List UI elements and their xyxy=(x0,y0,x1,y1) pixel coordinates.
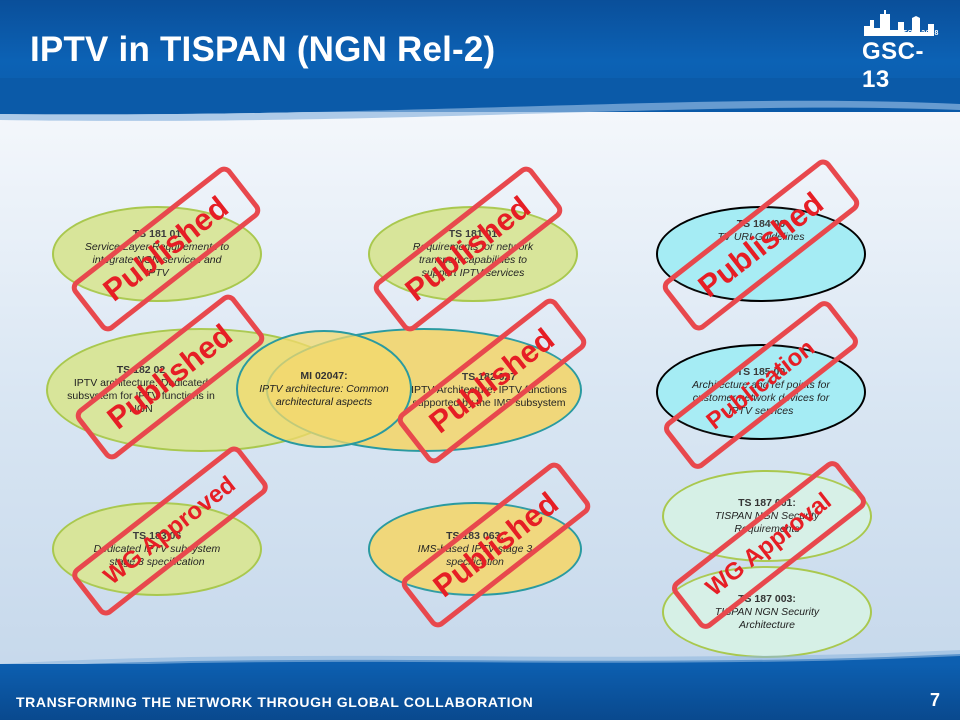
doc-id: TS 187 001: xyxy=(738,496,796,509)
slide-title: IPTV in TISPAN (NGN Rel-2) xyxy=(30,30,496,69)
footer-bar xyxy=(0,664,960,720)
doc-id: TS 181 01 xyxy=(448,228,498,240)
doc-id: TS 183 06 xyxy=(132,529,182,542)
doc-ts183-ims-stage3: TS 183 063: IMS-based IPTV stage 3 speci… xyxy=(368,502,582,596)
city-skyline-icon xyxy=(864,10,934,36)
page-number: 7 xyxy=(930,690,941,710)
doc-ts187001-security-requirements: TS 187 001: TISPAN NGN Security Requirem… xyxy=(662,470,872,562)
doc-desc: IMS-based IPTV stage 3 specification xyxy=(417,542,533,568)
doc-desc: Requirements for network transport capab… xyxy=(412,241,534,279)
doc-id: TS 185 00 xyxy=(736,366,786,378)
logo-subtitle: BOSTON 2008 xyxy=(886,30,939,37)
doc-desc: IPTV architecture: Dedicated subsystem f… xyxy=(67,377,215,415)
header-wave xyxy=(0,78,960,121)
doc-id: TS 187 003: xyxy=(738,592,796,605)
footer-tagline: TRANSFORMING THE NETWORK THROUGH GLOBAL … xyxy=(16,694,534,710)
doc-id: MI 02047: xyxy=(300,369,348,382)
doc-ts181-service-requirements: TS 181 01 Service Layer Requirements to … xyxy=(52,206,262,302)
doc-ts185-customer-devices: TS 185 00 Architecture and ref points fo… xyxy=(656,344,866,440)
doc-desc: Dedicated IPTV subsystem stage 3 specifi… xyxy=(93,542,221,568)
doc-desc: IPTV architecture: Common architectural … xyxy=(259,382,389,408)
doc-ts184-tv-uri: TS 184 00 TV URI Guidelines xyxy=(656,206,866,302)
doc-desc: IPTV Architecture: IPTV functions suppor… xyxy=(411,383,567,409)
doc-mi02047-common-architecture: MI 02047: IPTV architecture: Common arch… xyxy=(236,330,412,448)
doc-id: TS 183 063: xyxy=(446,529,504,542)
doc-desc: TISPAN NGN Security Architecture xyxy=(714,605,820,631)
doc-desc: Service Layer Requirements to integrate … xyxy=(84,241,230,279)
doc-id: TS 182 02 xyxy=(116,364,166,376)
doc-ts187003-security-architecture: TS 187 003: TISPAN NGN Security Architec… xyxy=(662,566,872,658)
doc-id: TS 181 01 xyxy=(132,228,182,240)
doc-ts181-transport-requirements: TS 181 01 Requirements for network trans… xyxy=(368,206,578,302)
doc-ts183-dedicated-stage3: TS 183 06 Dedicated IPTV subsystem stage… xyxy=(52,502,262,596)
doc-desc: Architecture and ref points for customer… xyxy=(692,379,830,417)
doc-id: TS 182 027 xyxy=(461,370,517,383)
doc-desc: TV URI Guidelines xyxy=(717,231,805,243)
gsc-logo: BOSTON 2008 GSC-13 xyxy=(858,6,950,93)
doc-desc: TISPAN NGN Security Requirements xyxy=(714,509,820,535)
doc-id: TS 184 00 xyxy=(736,218,786,230)
logo-text: GSC-13 xyxy=(862,38,924,93)
